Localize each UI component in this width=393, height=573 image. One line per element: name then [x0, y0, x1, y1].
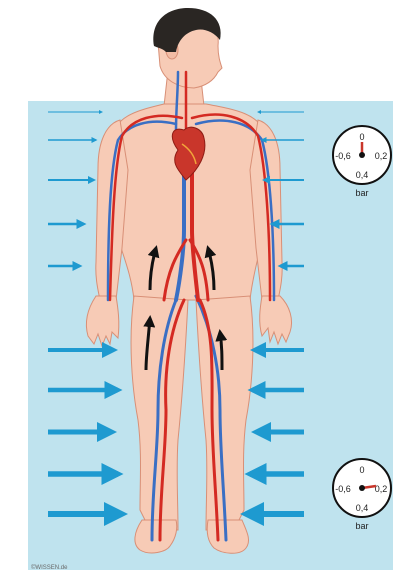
gauge-unit: bar [355, 521, 368, 531]
gauge-tick-top: 0 [359, 132, 364, 142]
gauge-tick-top: 0 [359, 465, 364, 475]
credit-text: ©WISSEN.de [31, 564, 68, 571]
gauge-tick-left: -0,6 [335, 151, 351, 161]
gauge-unit: bar [355, 188, 368, 198]
gauge-tick-bottom: 0,4 [356, 170, 369, 180]
gauge-tick-left: -0,6 [335, 484, 351, 494]
gauge-tick-right: 0,2 [375, 484, 388, 494]
gauge-tick-bottom: 0,4 [356, 503, 369, 513]
gauge-tick-right: 0,2 [375, 151, 388, 161]
